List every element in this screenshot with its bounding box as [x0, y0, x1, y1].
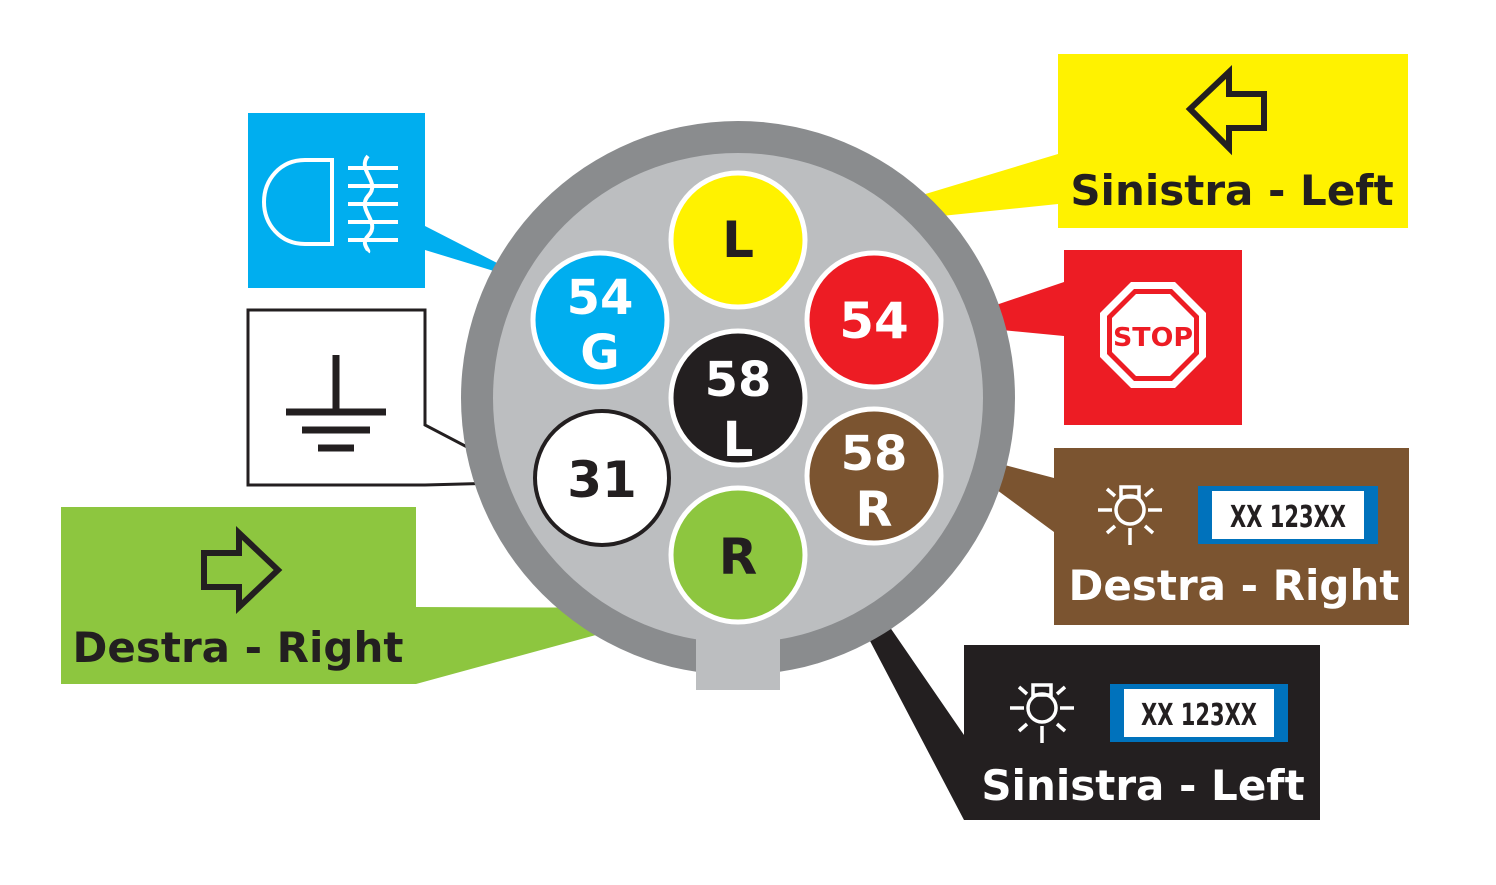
callout-left-tail-text: Sinistra - Left [981, 761, 1304, 810]
callout-right-indicator: Destra - Right [61, 507, 695, 684]
pin-58l: 58 L [668, 328, 808, 468]
stop-sign-icon: STOP [1100, 282, 1206, 388]
callout-ground [246, 308, 540, 487]
license-plate: XX 123XX [1198, 486, 1378, 544]
pin-r: R [668, 485, 808, 625]
pin-54g-line2: G [580, 325, 619, 381]
pin-58r-line1: 58 [841, 426, 908, 482]
ground-icon [286, 355, 386, 452]
lamp-icon [1098, 485, 1162, 545]
pin-58l-line2: L [723, 412, 754, 468]
fog-light-icon [261, 154, 398, 254]
pin-31-label: 31 [567, 451, 637, 509]
callout-left-indicator: Sinistra - Left [806, 54, 1408, 230]
pin-58l-line1: 58 [705, 352, 772, 408]
pin-31: 31 [533, 409, 671, 547]
callout-left-indicator-text: Sinistra - Left [1070, 166, 1393, 215]
pin-54g-line1: 54 [567, 270, 634, 326]
pin-54-label: 54 [839, 292, 909, 350]
callout-right-indicator-text: Destra - Right [73, 623, 404, 672]
callout-right-tail: XX 123XX Destra - Right [940, 448, 1409, 625]
license-plate-text: XX 123XX [1230, 500, 1346, 535]
license-plate-text: XX 123XX [1141, 698, 1257, 733]
lamp-icon [1010, 683, 1074, 743]
callout-fog-light [248, 113, 540, 288]
pin-54: 54 [804, 250, 944, 390]
pin-54g: 54 G [530, 250, 670, 390]
callout-brake: STOP [940, 250, 1242, 425]
arrow-left-icon [1185, 65, 1267, 156]
pin-l: L [668, 170, 808, 310]
pin-l-label: L [722, 211, 754, 269]
socket-key-notch [696, 630, 780, 690]
stop-sign-text: STOP [1113, 323, 1193, 353]
pin-r-label: R [719, 528, 758, 586]
pin-58r: 58 R [804, 406, 944, 546]
pin-58r-line2: R [856, 482, 893, 538]
license-plate: XX 123XX [1110, 684, 1288, 742]
arrow-right-icon [201, 526, 283, 614]
callout-right-tail-text: Destra - Right [1069, 561, 1400, 610]
